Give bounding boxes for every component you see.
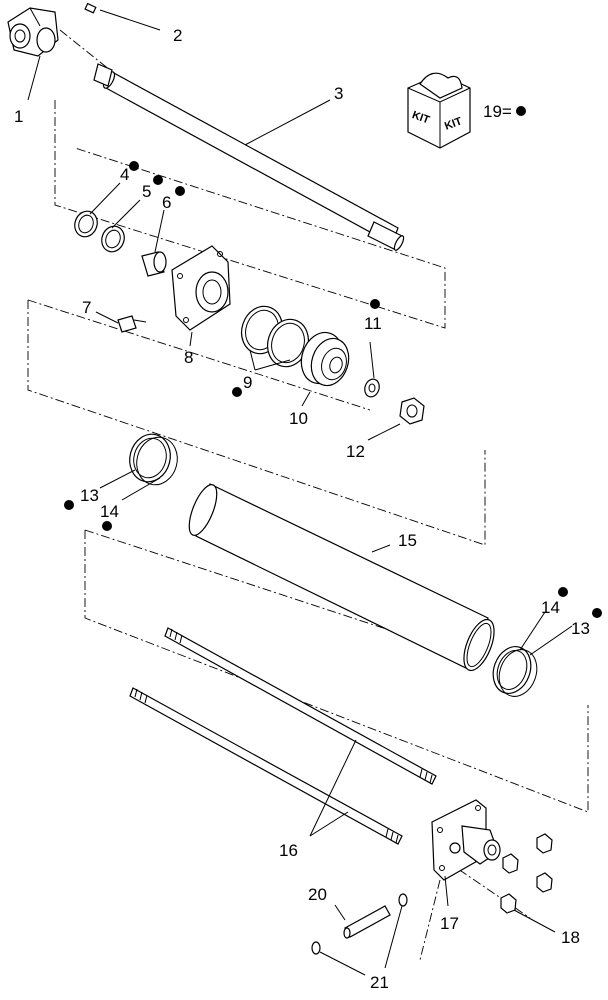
pin-part <box>343 905 391 939</box>
washer-part <box>364 378 380 398</box>
guide-lines <box>27 29 589 961</box>
base-cap-part <box>431 799 501 881</box>
gland-head-part <box>171 245 231 331</box>
set-screw-part <box>84 2 97 14</box>
label-part-8: 8 <box>184 348 193 367</box>
bushing-part <box>141 251 167 277</box>
label-part-13-top: 13 <box>80 486 99 505</box>
label-part-21: 21 <box>370 973 389 992</box>
piston-part <box>300 331 350 387</box>
retaining-ring-parts <box>311 893 408 955</box>
label-part-3: 3 <box>334 84 343 103</box>
leader-lines <box>27 9 573 976</box>
kit-dot-4 <box>129 161 139 171</box>
tie-rod-nut-parts <box>500 833 553 914</box>
label-part-9: 9 <box>243 373 252 392</box>
label-part-4: 4 <box>120 165 129 184</box>
label-part-13-bottom: 13 <box>571 619 590 638</box>
label-part-19: 19= <box>483 102 512 121</box>
kit-dot-14b <box>558 587 568 597</box>
kit-box-text-right: KIT <box>443 115 464 132</box>
label-part-7: 7 <box>82 298 91 317</box>
seal-ring-parts <box>74 210 125 253</box>
barrel-ring-parts-top <box>129 433 178 486</box>
label-part-10: 10 <box>289 409 308 428</box>
barrel-ring-parts-bottom <box>492 646 538 697</box>
kit-box-text-left: KIT <box>410 109 431 126</box>
kit-dot-5 <box>153 175 163 185</box>
kit-dot-14a <box>102 521 112 531</box>
barrel-tube-part <box>188 483 495 672</box>
part-labels: 1 2 3 4 5 6 7 8 9 10 11 12 13 14 15 14 1… <box>14 26 590 992</box>
label-part-17: 17 <box>440 914 459 933</box>
kit-box-icon: KIT KIT <box>407 72 471 149</box>
label-part-18: 18 <box>561 928 580 947</box>
label-part-15: 15 <box>398 531 417 550</box>
bolt-part <box>117 315 147 333</box>
kit-dot-13a <box>64 500 74 510</box>
label-part-14-top: 14 <box>100 502 119 521</box>
kit-dot-19 <box>516 106 526 116</box>
nut-part <box>399 397 425 425</box>
label-part-5: 5 <box>142 182 151 201</box>
label-part-6: 6 <box>162 193 171 212</box>
kit-dot-13b <box>592 608 602 618</box>
piston-rod-part <box>93 63 405 251</box>
label-part-12: 12 <box>346 442 365 461</box>
kit-dot-9 <box>232 387 242 397</box>
tie-rod-parts <box>129 627 437 845</box>
kit-dot-6 <box>175 186 185 196</box>
label-part-16: 16 <box>279 841 298 860</box>
rod-clevis-part <box>7 7 59 57</box>
label-part-11: 11 <box>364 314 382 333</box>
label-part-2: 2 <box>173 26 182 45</box>
label-part-20: 20 <box>308 885 327 904</box>
kit-dot-11 <box>370 299 380 309</box>
label-part-1: 1 <box>14 107 23 126</box>
label-part-14-bottom: 14 <box>541 598 560 617</box>
kit-indicator-dots <box>64 106 602 618</box>
